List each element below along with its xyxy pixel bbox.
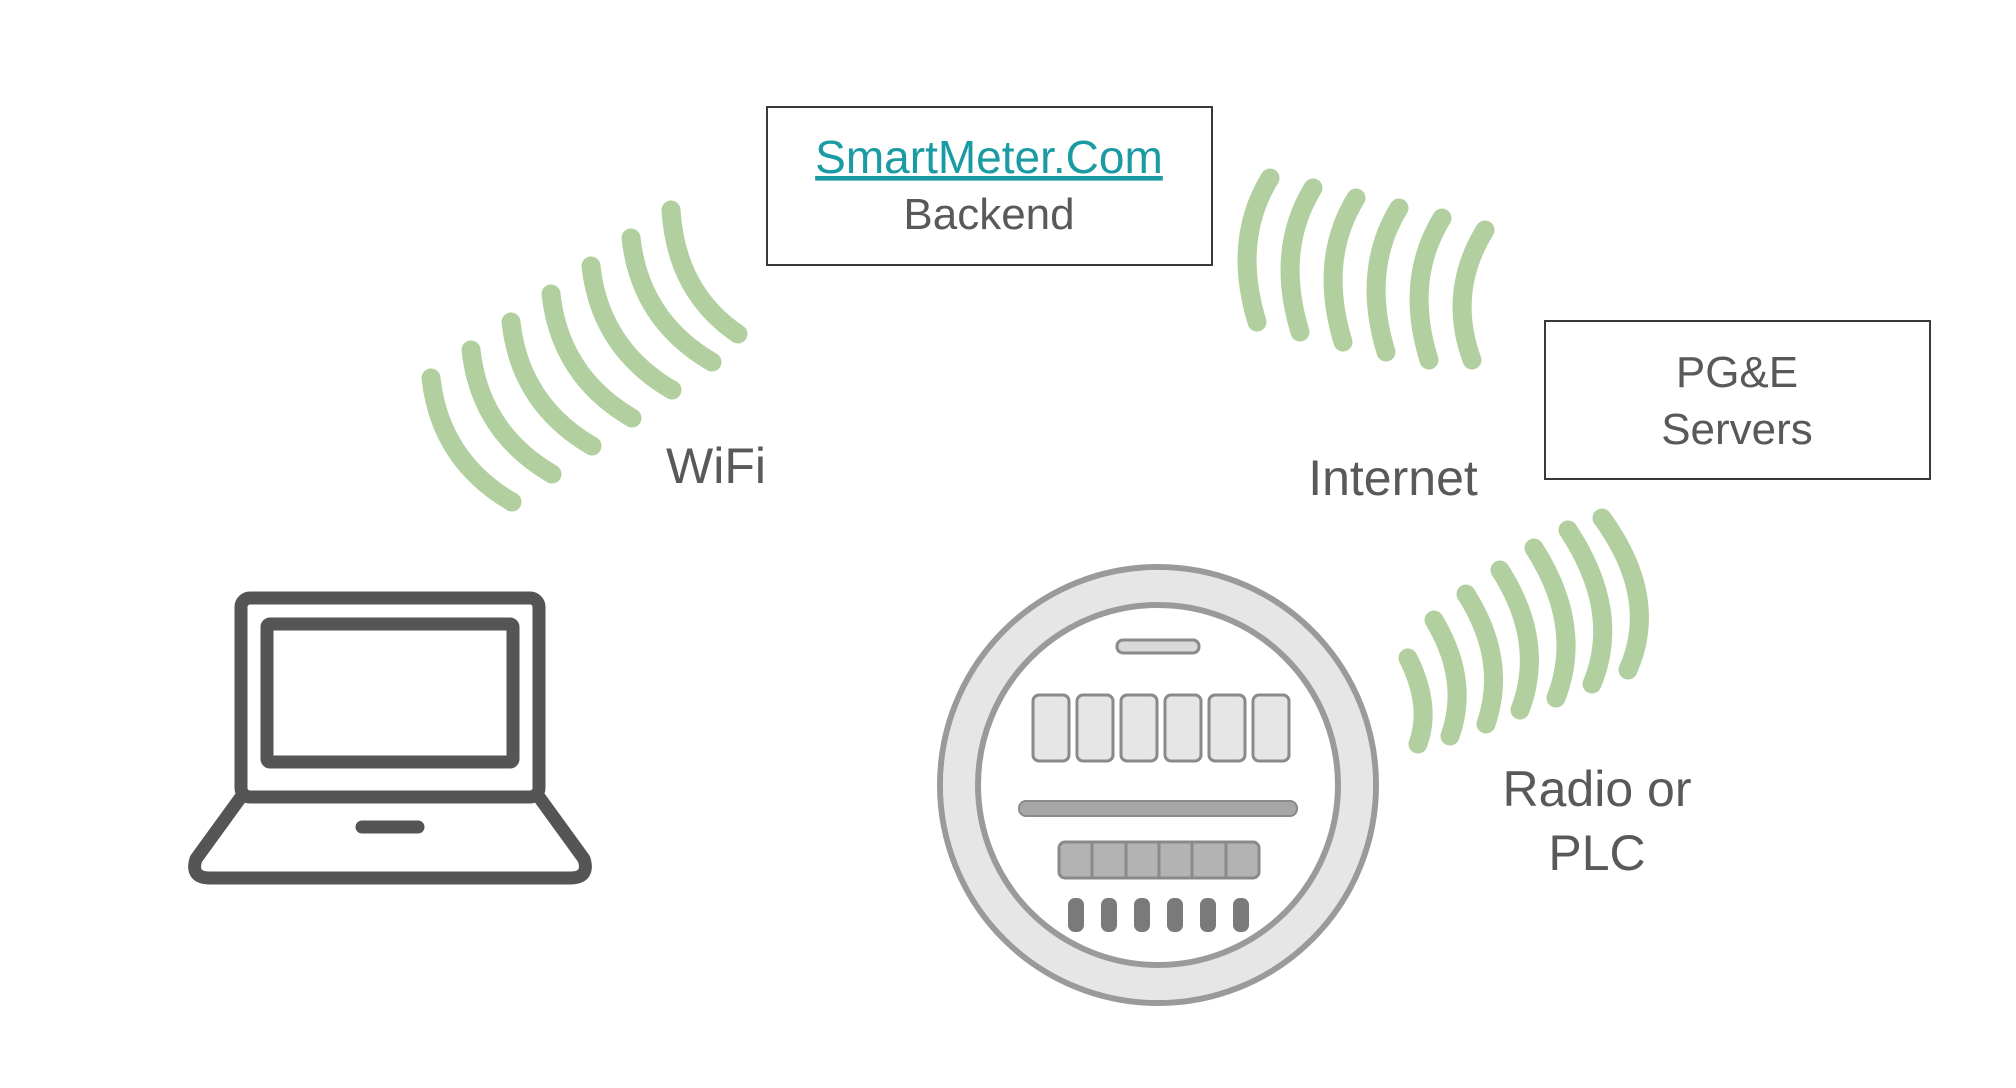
backend-box-frame <box>766 106 1213 266</box>
backend-label: Backend <box>903 190 1074 239</box>
smart-meter-icon <box>937 564 1379 1006</box>
backend-box: SmartMeter.Com Backend <box>766 106 1213 266</box>
wifi-label: WiFi <box>666 438 766 494</box>
laptop-icon <box>188 591 592 885</box>
pge-label: PG&E <box>1676 348 1798 397</box>
internet-wave-icon <box>1237 168 1495 370</box>
servers-label: Servers <box>1661 405 1813 454</box>
radio-wave-icon <box>1398 508 1649 754</box>
radio-label: Radio or <box>1503 761 1692 817</box>
internet-label: Internet <box>1308 450 1478 506</box>
pge-box-frame <box>1544 320 1931 480</box>
plc-label: PLC <box>1548 825 1645 881</box>
pge-servers-box: PG&E Servers <box>1544 320 1931 480</box>
smartmeter-link[interactable]: SmartMeter.Com <box>815 131 1163 183</box>
wifi-wave-icon <box>421 200 748 512</box>
